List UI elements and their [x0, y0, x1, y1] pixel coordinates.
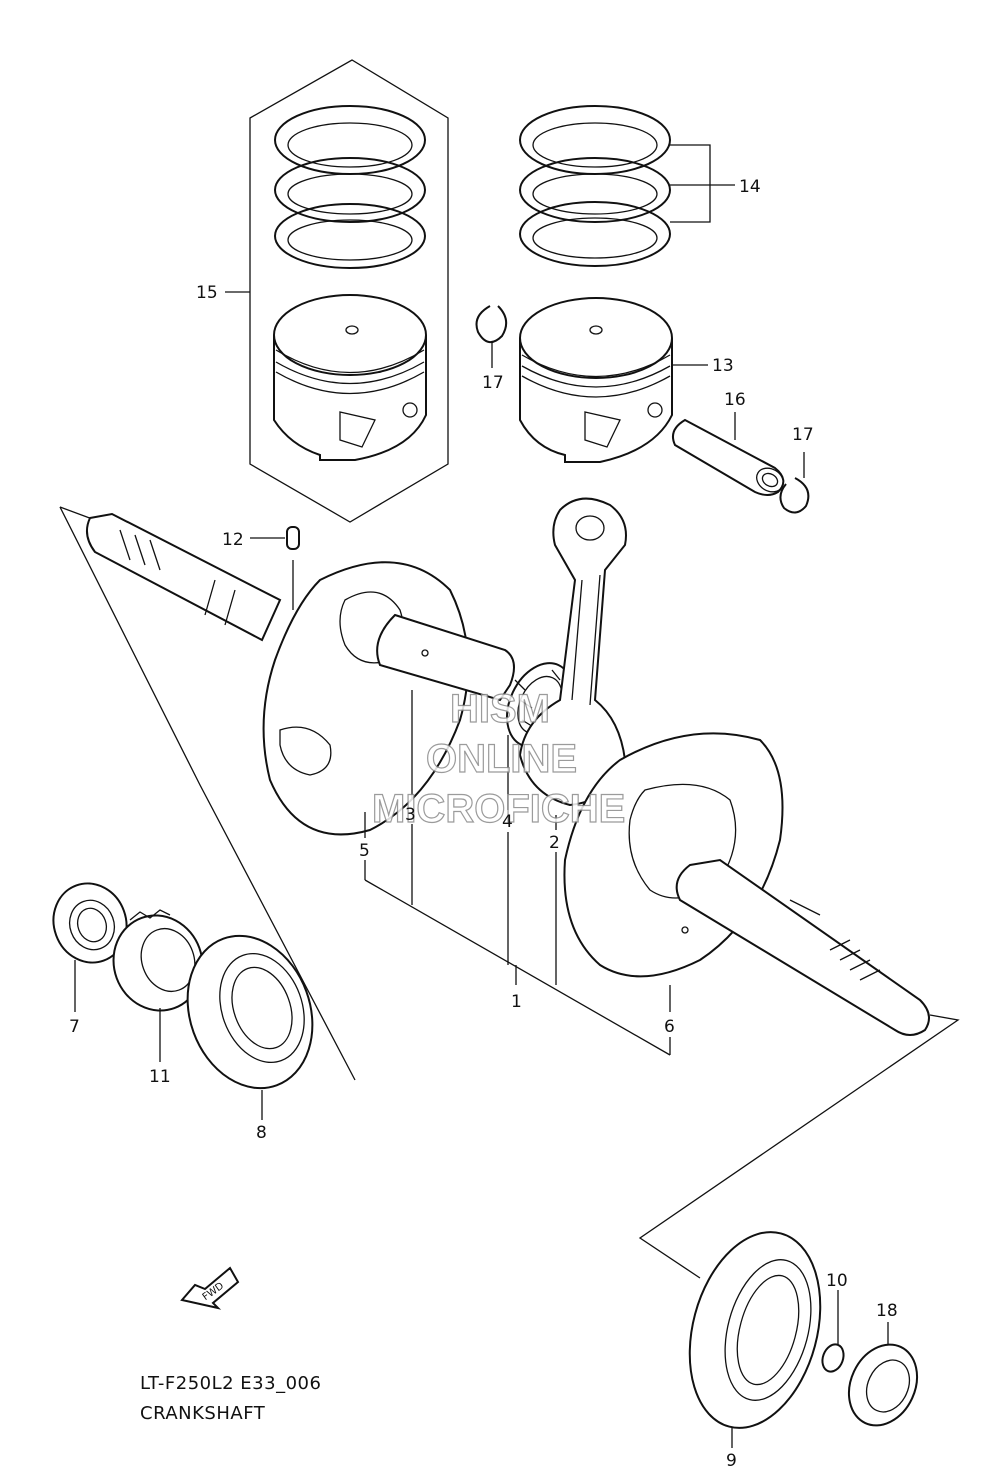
callout-17-b: 17: [792, 425, 814, 445]
callout-16: 16: [724, 390, 746, 410]
bearing-9[interactable]: [669, 1217, 841, 1442]
callout-8: 8: [256, 1123, 267, 1143]
bearing-7[interactable]: [42, 873, 137, 973]
bearing-8[interactable]: [167, 918, 333, 1106]
callout-6: 6: [664, 1017, 675, 1037]
gear-11[interactable]: [100, 903, 216, 1023]
crank-leaders: [364, 690, 671, 1056]
circlip-17-a[interactable]: [475, 305, 508, 343]
piston-13[interactable]: [519, 297, 673, 463]
crankshaft-left-5[interactable]: [85, 512, 515, 836]
callout-15: 15: [196, 283, 218, 303]
piston-set-15[interactable]: [249, 59, 449, 523]
callout-2: 2: [549, 833, 560, 853]
callout-10: 10: [826, 1271, 848, 1291]
fwd-arrow-icon: FWD: [180, 1266, 240, 1310]
oil-seal-18[interactable]: [836, 1333, 930, 1436]
svg-text:HISM: HISM: [450, 687, 550, 731]
leader-14: [670, 144, 735, 223]
callout-12: 12: [222, 530, 244, 550]
model-code: LT-F250L2 E33_006: [140, 1373, 322, 1394]
boundary-right: [638, 1014, 960, 1279]
piston-pin-16[interactable]: [672, 418, 788, 497]
callout-5: 5: [359, 841, 370, 861]
svg-text:MICROFICHE: MICROFICHE: [372, 787, 625, 831]
callout-labels: 1 2 3 4 5 6 7 8 9 10 11 12 13 14 15 16 1…: [69, 177, 898, 1471]
watermark: HISM ONLINE MICROFICHE: [371, 686, 626, 831]
callout-4: 4: [502, 812, 513, 832]
callout-14: 14: [739, 177, 761, 197]
callout-3: 3: [405, 805, 416, 825]
callout-13: 13: [712, 356, 734, 376]
callout-11: 11: [149, 1067, 171, 1087]
piston-rings-14[interactable]: [519, 105, 671, 267]
o-ring-10[interactable]: [819, 1341, 847, 1374]
callout-9: 9: [726, 1451, 737, 1471]
crankshaft-right-6[interactable]: [563, 732, 930, 1036]
callout-7: 7: [69, 1017, 80, 1037]
callout-1: 1: [511, 992, 522, 1012]
svg-text:ONLINE: ONLINE: [426, 737, 577, 781]
leader-12: [250, 537, 294, 610]
callout-17-a: 17: [482, 373, 504, 393]
diagram-title: CRANKSHAFT: [140, 1403, 266, 1424]
circlip-17-b[interactable]: [779, 477, 810, 514]
connecting-rod-2[interactable]: [518, 497, 627, 807]
callout-18: 18: [876, 1301, 898, 1321]
